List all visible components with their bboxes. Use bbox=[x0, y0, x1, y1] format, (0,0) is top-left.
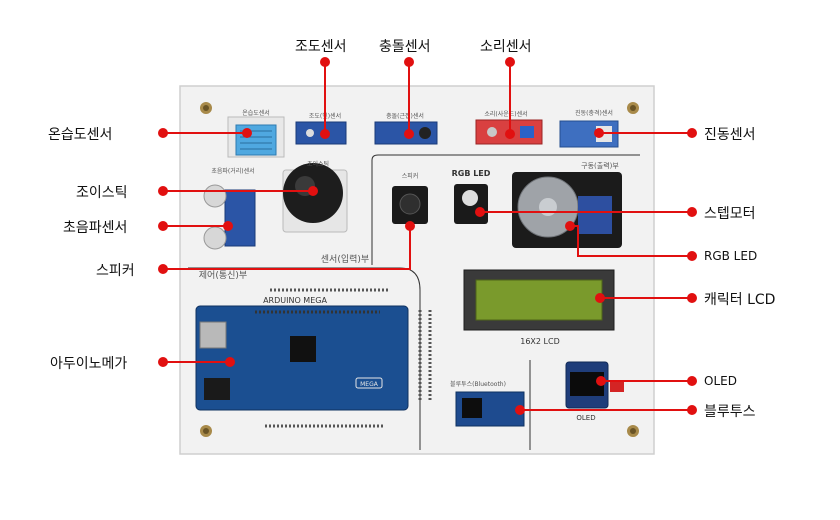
drive-section-silk: 구동(출력)부 bbox=[581, 161, 619, 170]
joystick-silk: 조이스틱 bbox=[307, 160, 329, 168]
sound-silk: 소리(사운드)센서 bbox=[484, 110, 527, 118]
label-speaker: 스피커 bbox=[96, 263, 135, 279]
temp-humidity-sensor bbox=[235, 124, 277, 156]
temp-humidity-silk: 온습도센서 bbox=[242, 109, 270, 117]
label-sound: 소리센서 bbox=[480, 39, 532, 55]
vibration-silk: 진동(충격)센서 bbox=[575, 109, 613, 117]
speaker-silk: 스피커 bbox=[402, 172, 419, 180]
bluetooth-silk: 블루투스(Bluetooth) bbox=[450, 381, 506, 388]
callout-lines bbox=[158, 57, 697, 415]
sensor-section-silk: 센서(입력)부 bbox=[321, 253, 369, 265]
label-collision: 충돌센서 bbox=[379, 39, 431, 55]
oled-button bbox=[610, 380, 624, 392]
label-ultrasonic: 초음파센서 bbox=[63, 220, 128, 236]
arduino-silk: ARDUINO MEGA bbox=[263, 296, 327, 305]
collision-silk: 충돌(근접)센서 bbox=[386, 112, 424, 120]
label-joystick: 조이스틱 bbox=[76, 185, 128, 201]
ultrasonic-silk: 초음파(거리)센서 bbox=[211, 167, 254, 175]
label-arduino-mega: 아두이노메가 bbox=[50, 356, 128, 372]
label-illuminance: 조도센서 bbox=[295, 39, 347, 55]
label-oled: OLED bbox=[704, 374, 737, 388]
rgb-led-silk: RGB LED bbox=[452, 169, 491, 178]
comm-section-silk: 제어(통신)부 bbox=[199, 270, 247, 281]
lcd-screen bbox=[475, 279, 603, 321]
label-bluetooth: 블루투스 bbox=[704, 404, 756, 420]
label-character-lcd: 캐릭터 LCD bbox=[704, 292, 776, 308]
label-stepper-motor: 스텝모터 bbox=[704, 206, 756, 222]
label-vibration: 진동센서 bbox=[704, 127, 756, 143]
mounting-screws bbox=[200, 102, 639, 437]
oled-silk: OLED bbox=[576, 414, 595, 422]
label-temp-humidity: 온습도센서 bbox=[48, 127, 113, 143]
label-rgb-led: RGB LED bbox=[704, 249, 758, 263]
lcd-silk: 16X2 LCD bbox=[520, 337, 560, 346]
mega-logo: MEGA bbox=[360, 381, 379, 388]
header-pins bbox=[255, 288, 432, 428]
